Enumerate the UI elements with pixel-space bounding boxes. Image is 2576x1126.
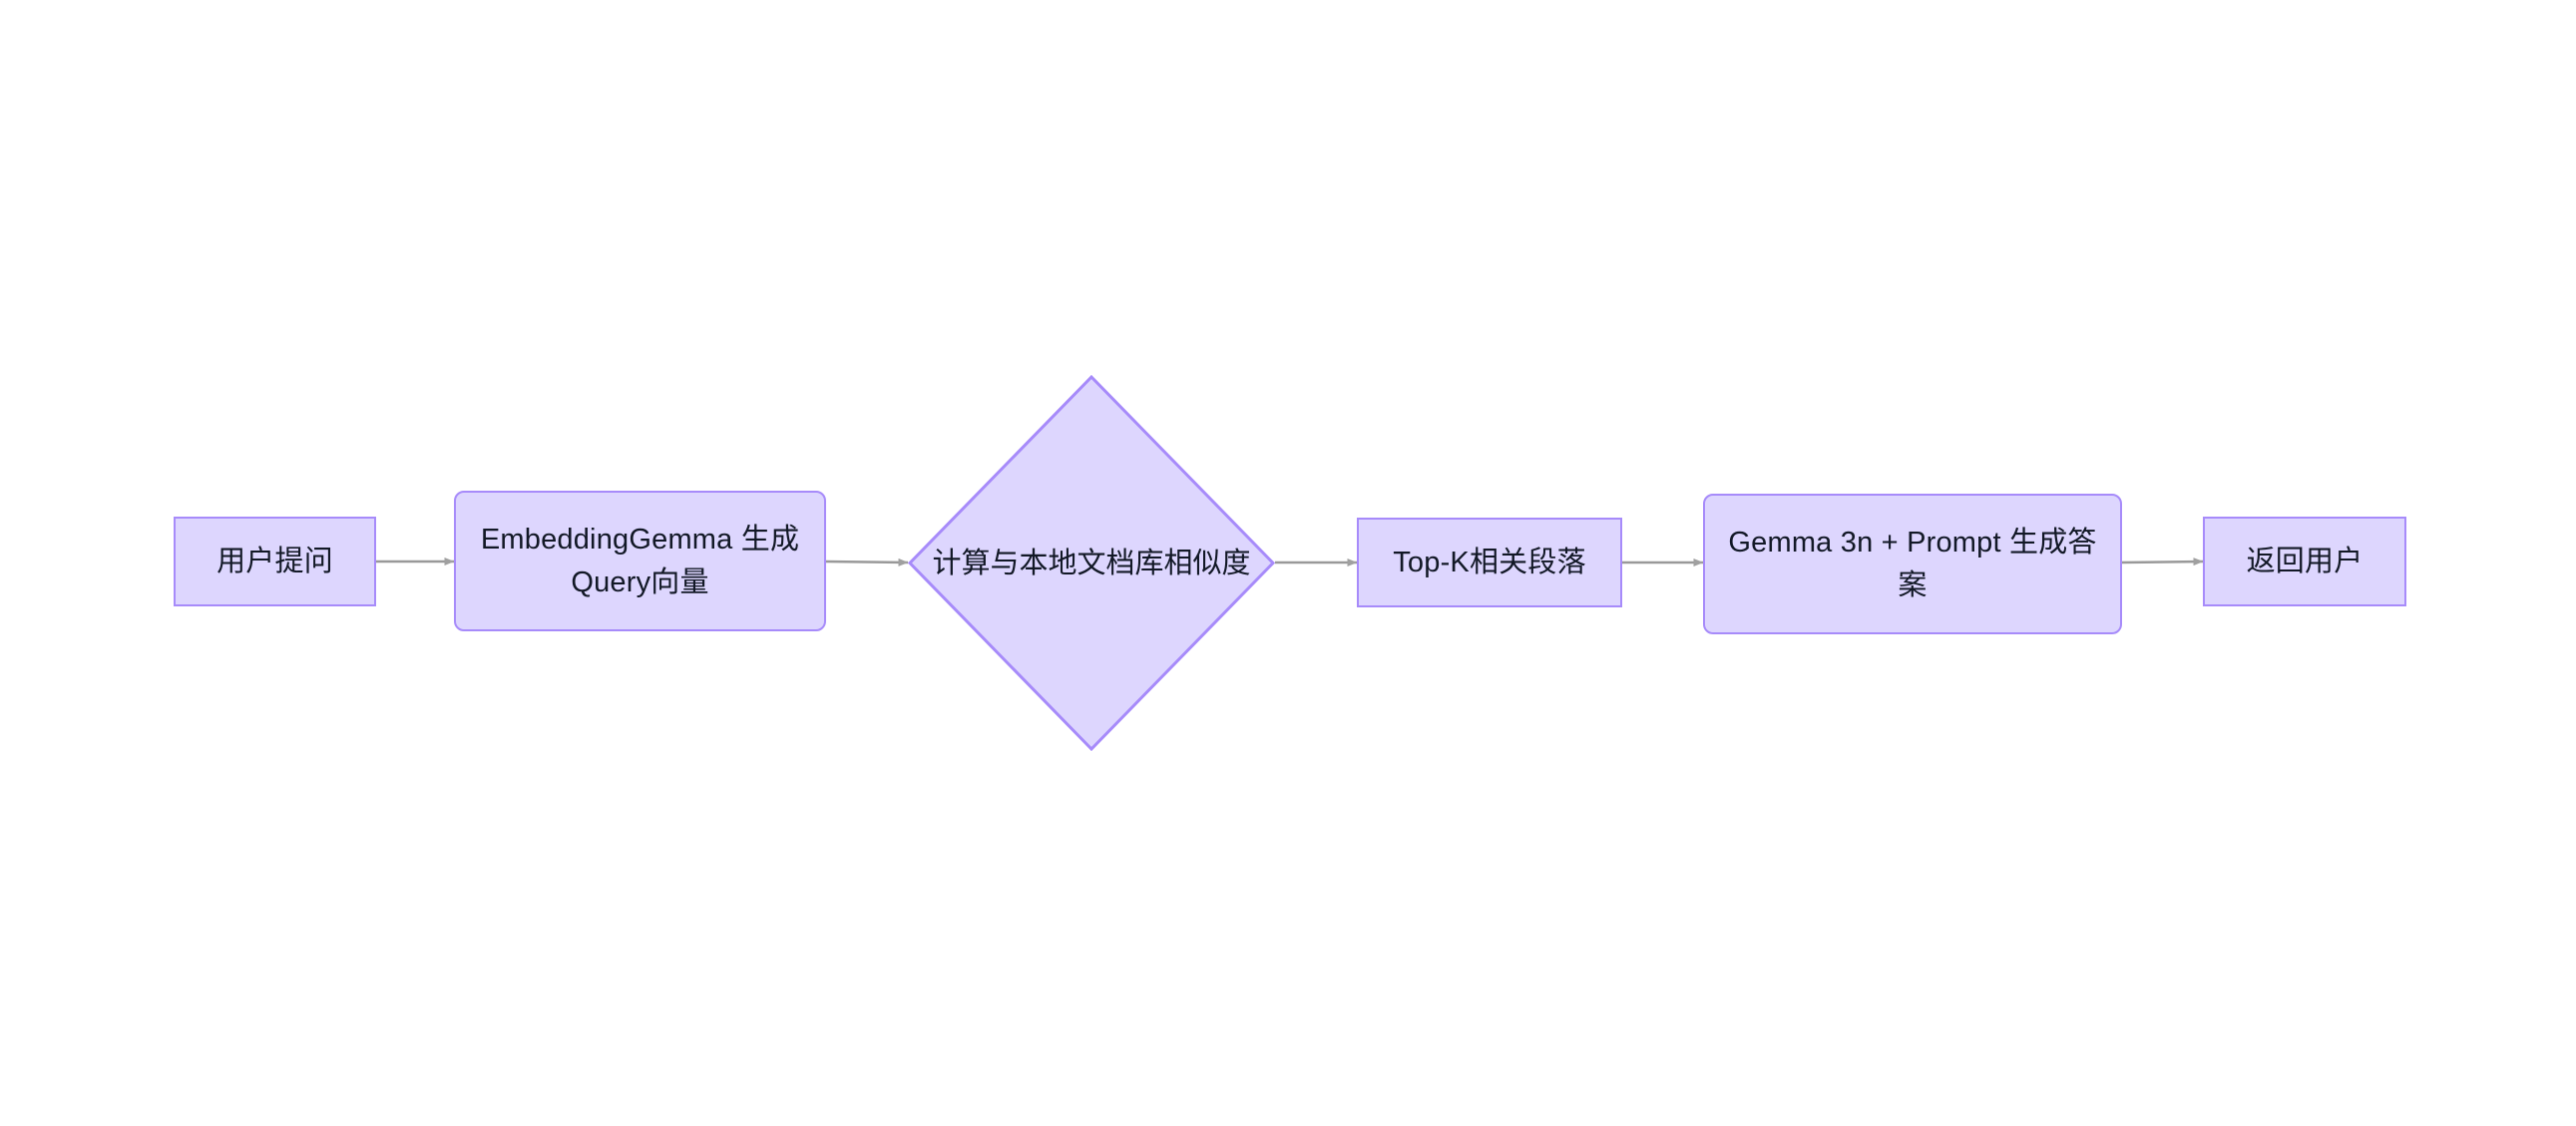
node-topk-passages[interactable]: Top-K相关段落 xyxy=(1357,518,1622,607)
node-label: Top-K相关段落 xyxy=(1393,546,1586,578)
node-similarity-decision[interactable]: 计算与本地文档库相似度 xyxy=(908,375,1275,751)
node-gemma3n-prompt-answer[interactable]: Gemma 3n + Prompt 生成答 案 xyxy=(1703,494,2122,634)
edge-n2-to-n3 xyxy=(825,558,909,566)
node-label: 用户提问 xyxy=(216,545,333,577)
edge-n5-to-n6 xyxy=(2121,558,2204,566)
node-label: 计算与本地文档库相似度 xyxy=(932,547,1251,579)
node-label: Gemma 3n + Prompt 生成答 案 xyxy=(1728,527,2097,601)
node-user-question[interactable]: 用户提问 xyxy=(174,517,376,606)
node-embeddinggemma-query-vector[interactable]: EmbeddingGemma 生成 Query向量 xyxy=(454,491,826,631)
node-label: 返回用户 xyxy=(2246,545,2363,577)
diamond-shape xyxy=(908,375,1275,751)
node-return-to-user[interactable]: 返回用户 xyxy=(2203,517,2406,606)
node-label: EmbeddingGemma 生成 Query向量 xyxy=(480,524,800,598)
